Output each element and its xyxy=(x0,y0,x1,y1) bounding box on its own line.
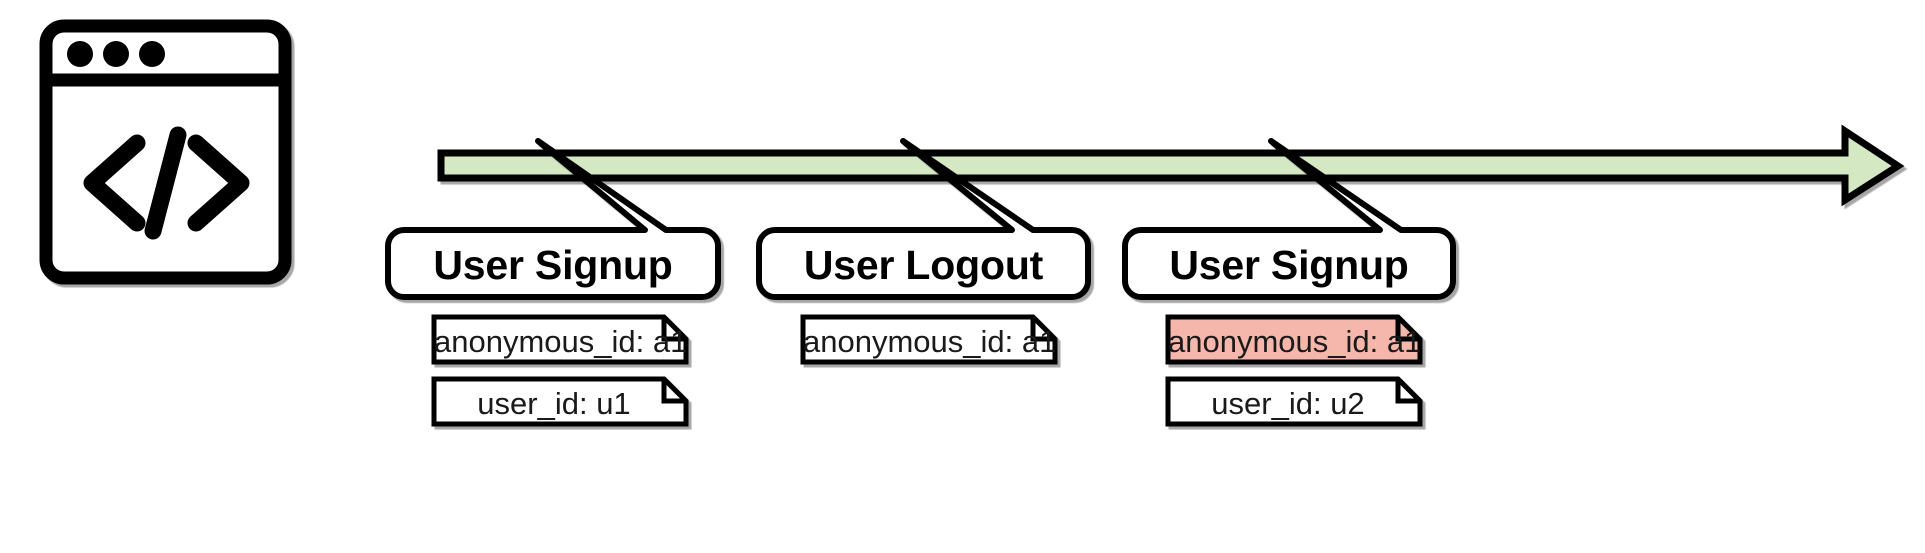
code-glyph-icon xyxy=(83,126,250,240)
code-window-icon xyxy=(39,19,292,285)
note-box-1b xyxy=(431,376,689,427)
timeline-arrow xyxy=(437,124,1905,207)
note-box-2a xyxy=(800,314,1058,365)
note-box-3a xyxy=(1165,314,1423,365)
note-label-1b: user_id: u1 xyxy=(477,386,631,421)
event-label-3: User Signup xyxy=(1169,242,1409,288)
note-label-3a: anonymous_id: a1 xyxy=(1168,324,1422,359)
note-label-2a: anonymous_id: a1 xyxy=(803,324,1057,359)
note-box-1a xyxy=(431,314,689,365)
event-callout-1[interactable] xyxy=(385,138,721,300)
note-label-1a: anonymous_id: a1 xyxy=(434,324,688,359)
event-callout-3[interactable] xyxy=(1122,138,1456,300)
note-box-3b xyxy=(1165,376,1423,427)
window-dots-icon xyxy=(67,41,165,67)
event-callout-2[interactable] xyxy=(756,138,1091,300)
event-label-1: User Signup xyxy=(433,242,673,288)
event-label-2: User Logout xyxy=(803,242,1044,288)
note-label-3b: user_id: u2 xyxy=(1211,386,1365,421)
